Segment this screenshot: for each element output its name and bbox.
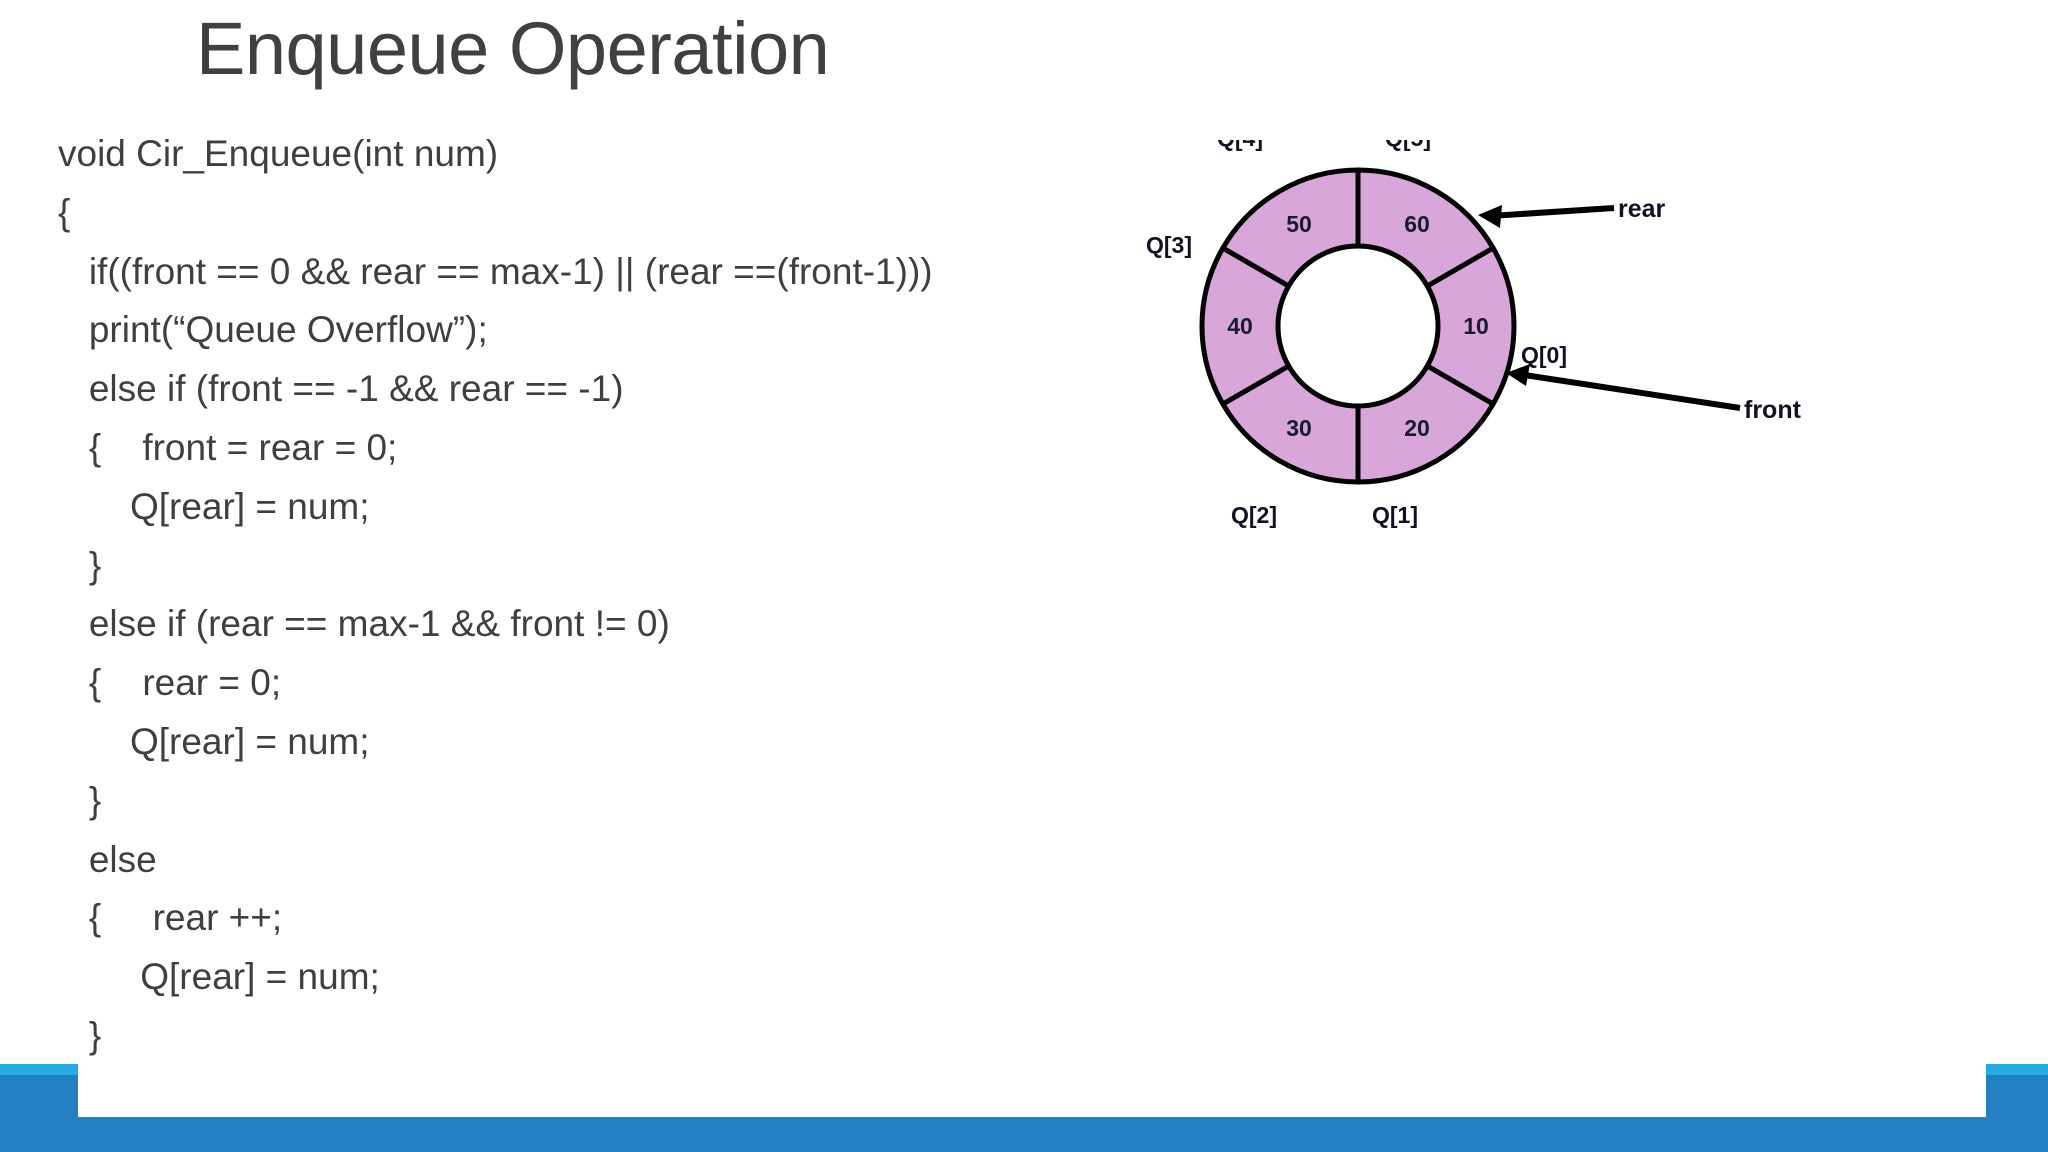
ring-segment-q5 — [1355, 167, 1496, 289]
code-line: void Cir_Enqueue(int num) — [58, 133, 499, 174]
footer-accent-right — [1986, 1064, 2048, 1076]
slot-label-q1: Q[1] — [1372, 502, 1418, 528]
page-title: Enqueue Operation — [196, 7, 830, 90]
footer-bar — [0, 1117, 2048, 1152]
circular-queue-diagram: 10 20 30 40 50 60 Q[0] Q[1] Q[2] Q[3] Q[… — [1120, 140, 1920, 540]
code-line: } — [58, 544, 102, 586]
code-line: print(“Queue Overflow”); — [58, 309, 488, 351]
code-line: } — [58, 1014, 102, 1056]
rear-pointer-line — [1489, 205, 1615, 219]
code-line: Q[rear] = num; — [58, 485, 370, 527]
code-line: { rear ++; — [58, 897, 283, 939]
slot-label-q5: Q[5] — [1385, 140, 1431, 151]
donut-ring — [1199, 167, 1517, 485]
code-line: Q[rear] = num; — [58, 956, 380, 998]
code-line: Q[rear] = num; — [58, 720, 370, 762]
code-line: else if (front == -1 && rear == -1) — [58, 368, 624, 410]
segment-value-q1: 20 — [1404, 415, 1430, 441]
code-line: else if (rear == max-1 && front != 0) — [58, 603, 670, 645]
code-line: { front = rear = 0; — [58, 426, 398, 468]
segment-value-q3: 40 — [1227, 313, 1253, 339]
segment-value-q4: 50 — [1286, 211, 1312, 237]
segment-value-q2: 30 — [1286, 415, 1312, 441]
rear-pointer-label: rear — [1618, 195, 1666, 223]
code-line: } — [58, 779, 102, 821]
slot-label-q4: Q[4] — [1217, 140, 1263, 151]
front-pointer-line — [1517, 371, 1741, 411]
code-line: if((front == 0 && rear == max-1) || (rea… — [58, 250, 933, 292]
code-line: { rear = 0; — [58, 662, 282, 704]
circular-queue-svg: 10 20 30 40 50 60 Q[0] Q[1] Q[2] Q[3] Q[… — [1146, 140, 1802, 528]
slot-label-q2: Q[2] — [1231, 502, 1277, 528]
front-pointer: front — [1506, 364, 1802, 424]
slot-label-q0: Q[0] — [1521, 342, 1567, 368]
code-line: else — [58, 838, 157, 880]
slot-label-q3: Q[3] — [1146, 232, 1192, 258]
rear-pointer-arrowhead — [1478, 205, 1502, 228]
rear-pointer: rear — [1478, 195, 1666, 228]
front-pointer-arrowhead — [1506, 364, 1530, 386]
footer-accent-left — [0, 1064, 78, 1076]
code-line: } — [58, 1066, 1118, 1125]
front-pointer-label: front — [1744, 396, 1802, 424]
code-line: { — [58, 191, 71, 233]
segment-value-q5: 60 — [1404, 211, 1430, 237]
segment-value-q0: 10 — [1463, 313, 1489, 339]
code-block: void Cir_Enqueue(int num) { if((front ==… — [58, 125, 1118, 1125]
